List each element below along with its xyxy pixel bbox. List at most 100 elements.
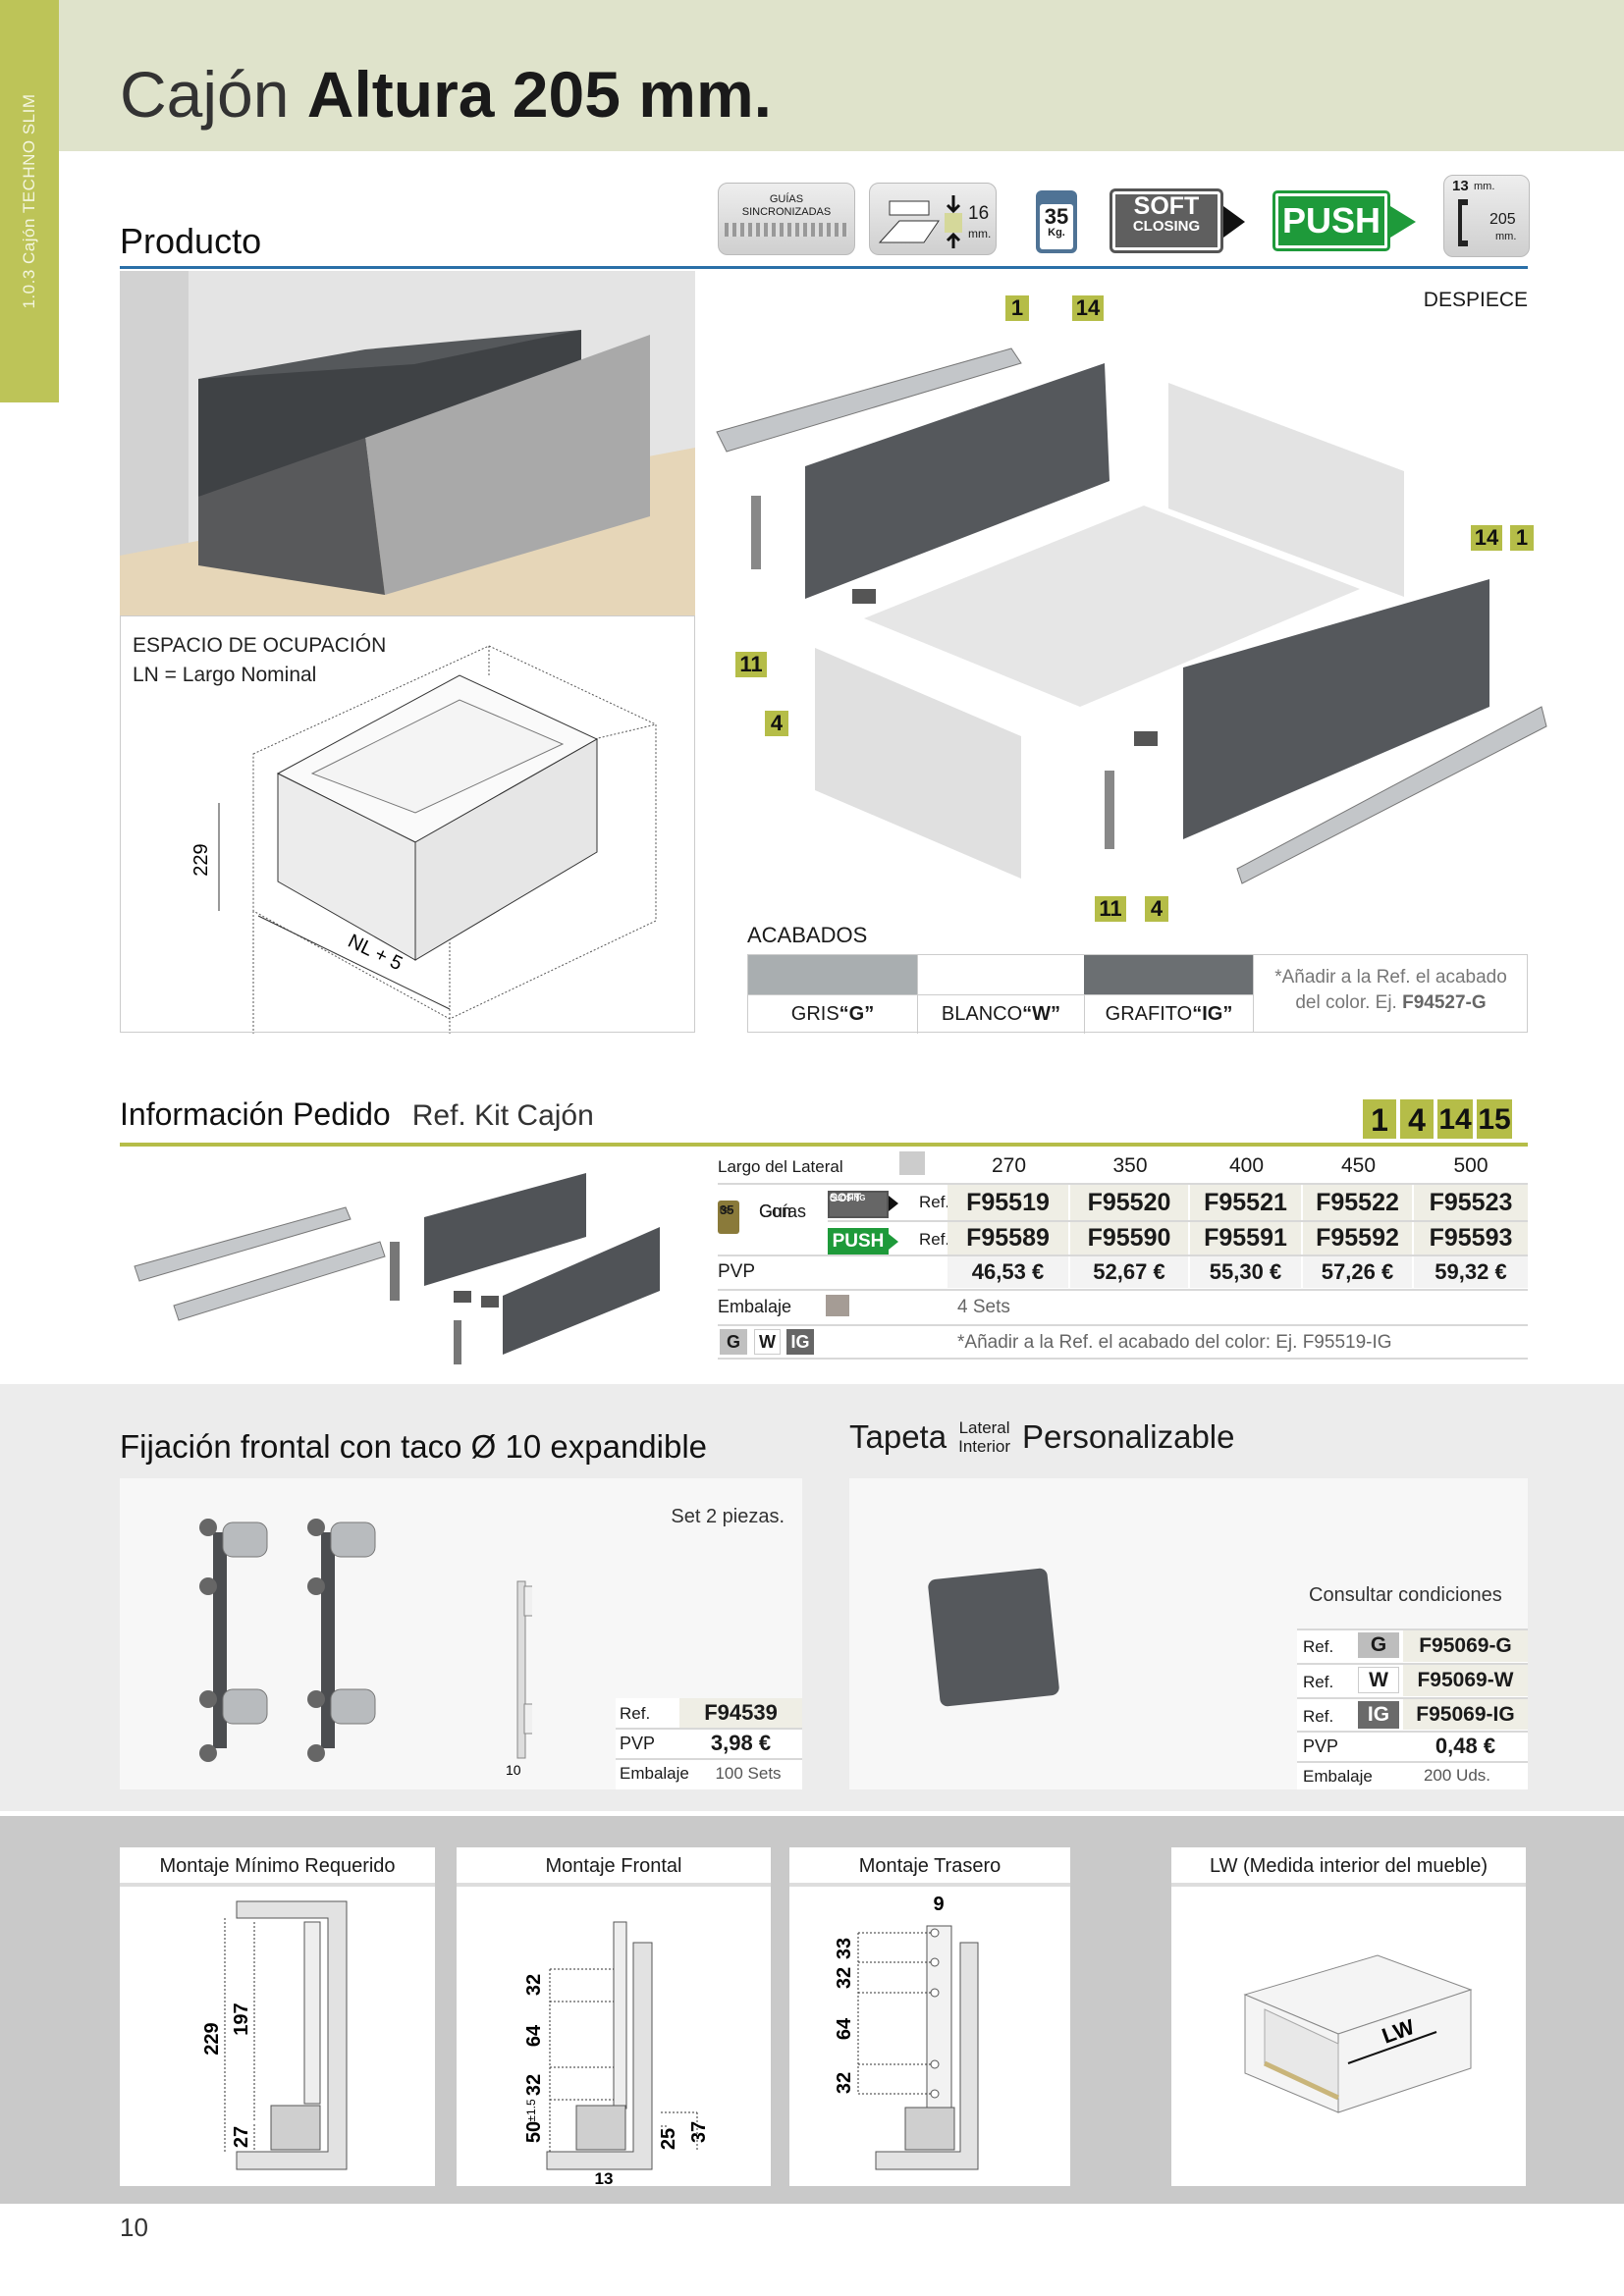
tapeta-ref-g: F95069-G — [1403, 1630, 1528, 1662]
ref-label: Ref. — [919, 1230, 950, 1249]
acabados-title: ACABADOS — [747, 923, 868, 947]
pvp-label: PVP — [620, 1734, 656, 1753]
section-label: 1.0.3 Cajón TECHNO SLIM — [20, 93, 38, 309]
component-badges: 1 4 14 15 — [1361, 1097, 1514, 1141]
component-badge: 1 — [1361, 1097, 1398, 1141]
closing-text: CLOSING — [1132, 218, 1201, 235]
space-diagram: ESPACIO DE OCUPACIÓN LN = Largo Nominal … — [120, 615, 695, 1034]
cover-cap-image — [927, 1567, 1060, 1708]
component-badge: 4 — [1398, 1097, 1435, 1141]
pedido-subtitle: Ref. Kit Cajón — [411, 1099, 594, 1132]
dim-label: 32 — [523, 2074, 545, 2096]
soft-text: SOFT — [1133, 192, 1200, 220]
pvp-label: PVP — [1303, 1736, 1339, 1756]
page-title: Cajón Altura 205 mm. — [120, 57, 772, 132]
code-w: W — [1358, 1667, 1399, 1693]
back-panel — [1168, 383, 1404, 597]
panel-title: LW (Medida interior del mueble) — [1171, 1847, 1526, 1887]
panel-title: Montaje Frontal — [457, 1847, 771, 1887]
ref-label: Ref. — [919, 1193, 950, 1211]
component-badge: 15 — [1475, 1097, 1514, 1141]
guias-text-1: GUÍAS — [769, 193, 804, 205]
size-header: 400 — [1228, 1154, 1265, 1177]
size-header: 270 — [991, 1154, 1027, 1177]
gap-unit: mm. — [968, 227, 992, 240]
wall-unit: mm. — [1474, 181, 1495, 192]
callout-badge: 14 — [1469, 523, 1504, 553]
tapeta-table: Ref. G F95069-G Ref. W F95069-W Ref. IG … — [1297, 1629, 1528, 1789]
gap-value: 16 — [968, 203, 990, 224]
tapeta-panel: Consultar condiciones Ref. G F95069-G Re… — [849, 1478, 1528, 1789]
blue-rule — [120, 266, 1528, 269]
front-bracket-image: 10 — [199, 1519, 532, 1778]
ref-label: Ref. — [1303, 1673, 1334, 1691]
size-header: 350 — [1112, 1154, 1148, 1177]
length-cube-icon — [899, 1151, 925, 1175]
fijacion-embalaje: 100 Sets — [715, 1764, 782, 1783]
panel-title: Montaje Mínimo Requerido — [120, 1847, 435, 1887]
push-icon: PUSH — [828, 1228, 889, 1255]
dim-label: 50 — [523, 2121, 545, 2143]
arrow-right-green-icon — [1390, 206, 1416, 238]
embalaje-value: 4 Sets — [957, 1297, 1010, 1317]
tapeta-price: 0,48 € — [1435, 1734, 1496, 1758]
product-photo — [120, 271, 695, 615]
finish-label-blanco: BLANCO “W” — [917, 994, 1084, 1034]
callout-badge: 11 — [733, 650, 769, 679]
fijacion-ref: F94539 — [679, 1698, 802, 1728]
ref-label: Ref. — [1303, 1707, 1334, 1726]
lw-panel: LW (Medida interior del mueble) LW — [1171, 1847, 1526, 2186]
callout-badge: 4 — [1143, 894, 1170, 924]
finish-swatch-grafito — [1084, 955, 1253, 994]
soft-ref-270: F95519 — [947, 1185, 1068, 1220]
callout-badge: 14 — [1070, 294, 1106, 323]
cover-cap-right — [1134, 731, 1158, 746]
tapeta-title-a: Tapeta — [849, 1418, 947, 1455]
bottom-board — [864, 506, 1360, 707]
left-runner — [716, 347, 1022, 453]
producto-heading: Producto — [120, 221, 262, 261]
callout-badge: 1 — [1003, 294, 1031, 323]
panel-title: Montaje Trasero — [789, 1847, 1070, 1887]
arrow-right-icon — [1223, 206, 1245, 238]
color-code-w: W — [754, 1329, 781, 1355]
dim-label: 37 — [688, 2121, 710, 2143]
push-icon: PUSH — [1272, 190, 1390, 251]
dim-label: 33 — [834, 1938, 855, 1959]
space-subtitle: LN = Largo Nominal — [133, 664, 317, 686]
bracket-dim-label: 10 — [506, 1762, 521, 1778]
size-header: 450 — [1340, 1154, 1377, 1177]
dim-label: 32 — [523, 1974, 545, 1996]
soft-ref-500: F95523 — [1414, 1185, 1528, 1220]
tapeta-ref-ig: F95069-IG — [1403, 1699, 1528, 1730]
tapeta-embalaje: 200 Uds. — [1423, 1766, 1491, 1785]
price-450: 57,26 € — [1303, 1256, 1412, 1288]
callout-badge: 11 — [1093, 894, 1128, 924]
callout-badge: 4 — [763, 709, 790, 738]
price-350: 52,67 € — [1070, 1256, 1188, 1288]
kit-product-image — [134, 1173, 660, 1364]
size-header: 500 — [1453, 1154, 1489, 1177]
embalaje-label: Embalaje — [718, 1297, 792, 1316]
dim-label: 32 — [834, 2072, 855, 2094]
finish-swatch-blanco — [917, 955, 1084, 994]
dim-label: 64 — [834, 2017, 855, 2040]
dim-label: 9 — [933, 1894, 944, 1915]
ref-label: Ref. — [1303, 1637, 1334, 1656]
guias-text-2: SINCRONIZADAS — [741, 206, 832, 218]
dim-label: 27 — [231, 2126, 252, 2148]
tapeta-note: Consultar condiciones — [1309, 1584, 1502, 1606]
cover-cap-left — [852, 589, 876, 604]
fijacion-heading: Fijación frontal con taco Ø 10 expandibl… — [120, 1428, 708, 1465]
largo-label: Largo del Lateral — [718, 1157, 843, 1176]
set-note: Set 2 piezas. — [671, 1506, 785, 1527]
embalaje-label: Embalaje — [1303, 1767, 1373, 1786]
price-500: 59,32 € — [1414, 1256, 1528, 1288]
code-g: G — [1358, 1632, 1399, 1658]
push-ref-400: F95591 — [1190, 1222, 1301, 1255]
